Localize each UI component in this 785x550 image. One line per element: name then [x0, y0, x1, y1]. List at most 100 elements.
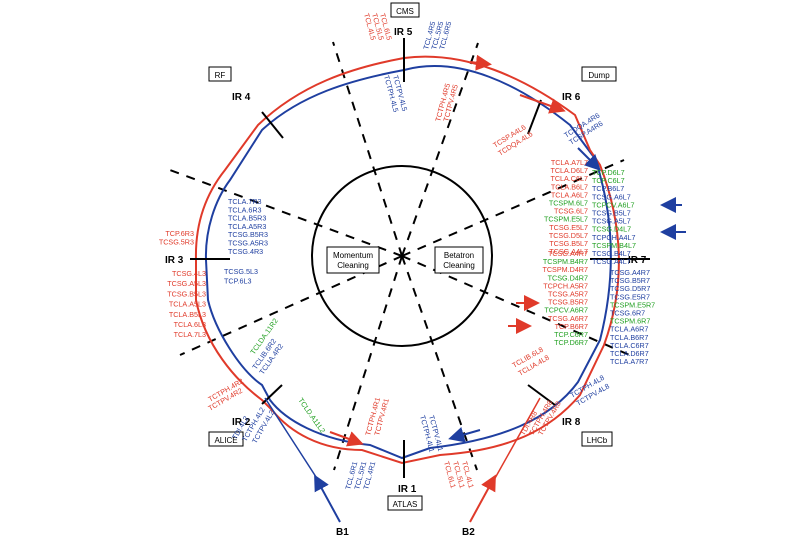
- collimator-ir7-red-bottom: TCP.B6R7: [555, 322, 588, 331]
- collimator-ir3-red-bottom: TCLA.A5L3: [169, 300, 206, 309]
- box-atlas: ATLAS: [387, 495, 423, 511]
- collimator-ir3-red-top: TCP.6R3: [165, 229, 194, 238]
- collimator-ir3-red-bottom: TCSG.B5L3: [167, 289, 206, 298]
- collimator-ir7-blue-top: TCSG.A6L7: [592, 192, 631, 201]
- ir5-label: IR 5: [394, 27, 413, 38]
- beam1-arrow-ir7-top: [577, 147, 601, 171]
- collimator-ir7-blue-top: TCSG.B5L7: [592, 209, 631, 218]
- svg-text:RF: RF: [215, 71, 226, 80]
- collimator-ir7-blue-top: TCSG.D4L7: [592, 225, 631, 234]
- b1-injection-arrow: [314, 474, 341, 523]
- ir7-label: IR 7: [628, 255, 647, 266]
- collimator-ir7-blue-bottom: TCLA.A6R7: [610, 325, 648, 334]
- collimator-ir3-blue-top: TCLA.B5R3: [228, 214, 266, 223]
- collimator-ir7-red-bottom: TCSG.A4R7: [548, 249, 588, 258]
- collimator-ir7-blue-top: TCPCV.A6L7: [592, 200, 634, 209]
- collimator-ir7-red-bottom: TCSG.A6R7: [548, 314, 588, 323]
- collimator-ir7-blue-top: TCSG.A5L7: [592, 217, 631, 226]
- b2-injection-arrow: [469, 474, 496, 523]
- collimator-ir3-blue-bottom: TCSG.5L3: [224, 267, 258, 276]
- beam2-arrow-ir5: [469, 54, 492, 71]
- collimator-ir3-red-top: TCSG.5R3: [159, 238, 194, 247]
- collimator-ir3-blue-bottom: TCP.6L3: [224, 277, 251, 286]
- collimator-ir3-blue-top: TCSG.B5R3: [228, 230, 268, 239]
- collimator-ir7-red-top: TCLA.B6L7: [551, 182, 588, 191]
- collimator-ir7-red-bottom: TCSPM.D4R7: [542, 265, 588, 274]
- collimator-ir7-blue-top: TCSG.B4L7: [592, 249, 631, 258]
- collimator-ir7-red-top: TCSG.B5L7: [549, 239, 588, 248]
- collimator-ir7-blue-bottom: TCLA.D6R7: [610, 349, 649, 358]
- collimator-ir7-red-top: TCLA.A6L7: [551, 190, 588, 199]
- collimator-ir7-blue-bottom: TCLA.C6R7: [610, 341, 649, 350]
- collimator-ir3-red-bottom: TCLA.7L3: [174, 330, 206, 339]
- beam2-arrow-ir6: [519, 94, 566, 114]
- collimator-ir7-red-top: TCLA.A7L7: [551, 158, 588, 167]
- b1-label: B1: [336, 527, 349, 538]
- collimator-ir7-blue-bottom: TCSG.B5R7: [610, 276, 650, 285]
- collimator-ir3-blue-top: TCLA.6R3: [228, 205, 262, 214]
- ir-labels: IR 5 IR 6 IR 7 IR 8 IR 1 IR 2 IR 3 IR 4: [165, 27, 647, 495]
- collimator-ir7-red-bottom: TCSG.A5R7: [548, 290, 588, 299]
- ir2-label: IR 2: [232, 417, 251, 428]
- collimator-ir7-blue-bottom: TCLA.B6R7: [610, 333, 648, 342]
- collimator-ir7-blue-bottom: TCLA.A7R7: [610, 357, 648, 366]
- collimator-ir7-blue-bottom: TCSPM.E5R7: [610, 300, 655, 309]
- box-betatron-cleaning: Betatron Cleaning: [434, 246, 484, 274]
- collimator-ir7-red-top: TCLA.C6L7: [550, 174, 588, 183]
- beam1-arrow-ir8: [448, 427, 481, 443]
- collimator-ir3-red-bottom: TCSG.A5L3: [167, 279, 206, 288]
- collimator-ir7-red-top: TCSG.6L7: [554, 207, 588, 216]
- svg-text:Cleaning: Cleaning: [443, 261, 475, 270]
- collimator-ir7-blue-bottom: TCSG.A4R7: [610, 268, 650, 277]
- b2-label: B2: [462, 527, 475, 538]
- svg-text:Cleaning: Cleaning: [337, 261, 369, 270]
- svg-text:CMS: CMS: [396, 7, 414, 16]
- collimator-ir7-red-top: TCSG.A4L7: [549, 247, 588, 256]
- collimator-ir7-blue-top: TCP.B6L7: [592, 184, 624, 193]
- box-alice: ALICE: [208, 431, 244, 447]
- b1-transfer-line: [264, 397, 319, 481]
- collimator-ir7-red-bottom: TCPCV.A6R7: [544, 306, 588, 315]
- b2-transfer-line: [493, 397, 541, 481]
- collimator-ir7-blue-top: TCP.C6L7: [592, 176, 625, 185]
- ir4-label: IR 4: [232, 92, 251, 103]
- ir6-label: IR 6: [562, 92, 581, 103]
- collimator-ir7-blue-top: TCSG.A4L7: [592, 257, 631, 266]
- ir8-label: IR 8: [562, 417, 581, 428]
- beam2-arrow-ir1: [329, 431, 364, 447]
- box-dump: Dump: [581, 66, 617, 82]
- svg-text:ATLAS: ATLAS: [393, 500, 418, 509]
- collimator-ir7-red-bottom: TCP.D6R7: [554, 338, 588, 347]
- box-rf: RF: [208, 66, 232, 82]
- collimator-ir7-red-top: TCSG.E5L7: [549, 223, 588, 232]
- collimator-ir7-red-bottom: TCSG.B5R7: [548, 298, 588, 307]
- collimator-ir7-red-bottom: TCP.C6R7: [554, 330, 588, 339]
- collimator-ir3-red-bottom: TCLA.B5L3: [169, 310, 206, 319]
- svg-text:LHCb: LHCb: [587, 436, 608, 445]
- collimator-ir7-red-top: TCSPM.E5L7: [544, 215, 588, 224]
- box-cms: CMS: [390, 2, 420, 18]
- ir1-label: IR 1: [398, 484, 417, 495]
- collimator-ir7-red-bottom: TCSG.D4R7: [548, 273, 588, 282]
- collimator-ir7-blue-top: TCSPM.B4L7: [592, 241, 636, 250]
- collimator-ir2-green2: TCLD.A11L2: [296, 396, 327, 435]
- collimator-ir7-red-top: TCLA.D6L7: [550, 166, 588, 175]
- collimator-ir3-red-bottom: TCLA.6L3: [174, 320, 206, 329]
- collimator-ir7-red-bottom: TCPCH.A5R7: [543, 281, 588, 290]
- collimator-ir3-red-bottom: TCSG.4L3: [172, 269, 206, 278]
- collimator-ir7-blue-top: TCPCH.A4L7: [592, 233, 636, 242]
- collimator-ir7-red-top: TCSPM.6L7: [549, 199, 588, 208]
- svg-text:Dump: Dump: [588, 71, 610, 80]
- collimator-ir7-blue-bottom: TCSG.E5R7: [610, 292, 650, 301]
- collimator-ir7-red-top: TCSG.D5L7: [549, 231, 588, 240]
- ip-ticks: [190, 38, 650, 478]
- box-momentum-cleaning: Momentum Cleaning: [326, 246, 380, 274]
- ir3-label: IR 3: [165, 255, 184, 266]
- collimator-ir7-blue-bottom: TCSG.6R7: [610, 309, 645, 318]
- collimator-ir7-blue-bottom: TCSG.D5R7: [610, 284, 650, 293]
- collimator-ir3-blue-top: TCLA.A5R3: [228, 222, 266, 231]
- svg-text:ALICE: ALICE: [214, 436, 237, 445]
- svg-text:Momentum: Momentum: [333, 251, 373, 260]
